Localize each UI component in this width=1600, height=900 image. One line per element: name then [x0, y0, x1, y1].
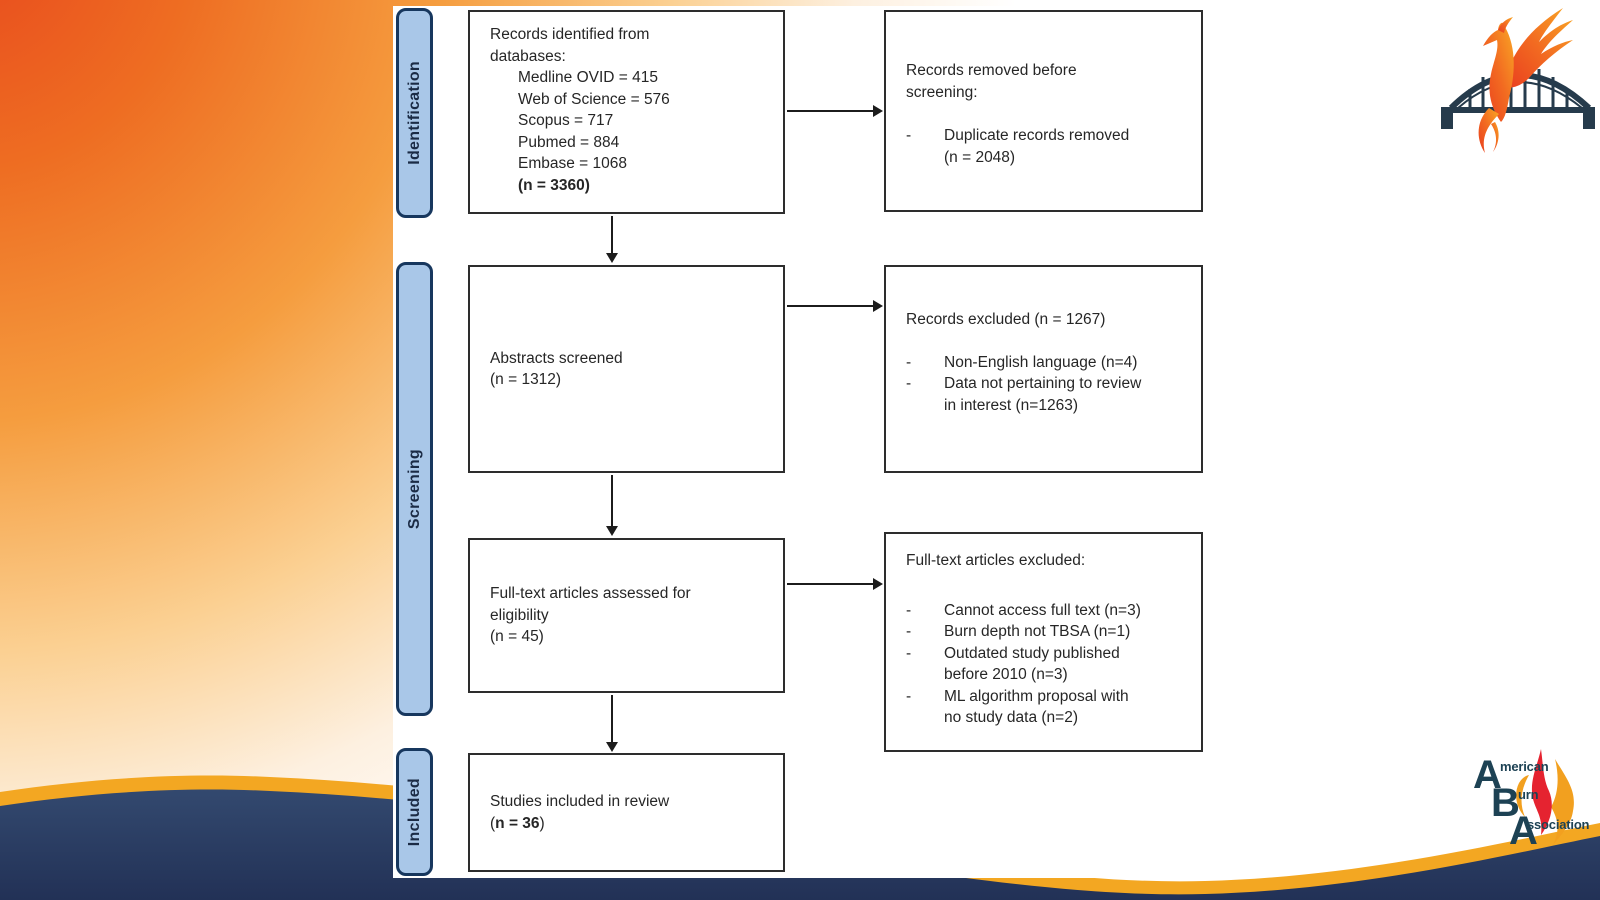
- records-removed-title: Records removed before screening:: [906, 62, 1077, 101]
- stage-tab-included: Included: [396, 748, 433, 876]
- fulltext-assessed-text: Full-text articles assessed for eligibil…: [490, 585, 691, 646]
- box-records-excluded: Records excluded (n = 1267) - Non-Englis…: [884, 265, 1203, 473]
- bullet-ml-proposal-text: ML algorithm proposal with no study data…: [944, 687, 1129, 727]
- aba-flame-icon: [1516, 749, 1574, 845]
- stage-label-identification: Identification: [405, 61, 423, 165]
- stage-tab-screening: Screening: [396, 262, 433, 716]
- paren-open: (: [490, 814, 496, 832]
- box-fulltext-excluded: Full-text articles excluded: - Cannot ac…: [884, 532, 1203, 752]
- records-identified-databases: Medline OVID = 415 Web of Science = 576 …: [518, 69, 670, 172]
- box-fulltext-assessed: Full-text articles assessed for eligibil…: [468, 538, 785, 693]
- aba-word-ssociation: ssociation: [1527, 817, 1590, 832]
- box-abstracts-screened: Abstracts screened (n = 1312): [468, 265, 785, 473]
- studies-included-n: n = 36: [495, 814, 540, 832]
- arrow-fulltext-to-included: [611, 695, 613, 743]
- fulltext-excluded-title: Full-text articles excluded:: [906, 552, 1086, 569]
- arrow-fulltext-to-ftexcluded: [787, 583, 874, 585]
- bullet-burn-depth: - Burn depth not TBSA (n=1): [906, 621, 1195, 643]
- bullet-outdated: - Outdated study published before 2010 (…: [906, 643, 1195, 686]
- records-excluded-title: Records excluded (n = 1267): [906, 311, 1106, 328]
- bullet-dash: -: [906, 353, 912, 371]
- bullet-non-english: - Non-English language (n=4): [906, 352, 1193, 374]
- arrowhead-right-icon: [873, 578, 883, 590]
- box-records-identified: Records identified from databases: Medli…: [468, 10, 785, 214]
- box-studies-included: Studies included in review (n = 36): [468, 753, 785, 872]
- bullet-duplicates: - Duplicate records removed (n = 2048): [906, 125, 1191, 168]
- bullet-duplicates-text: Duplicate records removed (n = 2048): [944, 127, 1130, 166]
- arrowhead-down-icon: [606, 742, 618, 752]
- arrow-identified-to-screened: [611, 216, 613, 254]
- bullet-dash: -: [906, 687, 912, 705]
- arrowhead-down-icon: [606, 253, 618, 263]
- bullet-no-access: - Cannot access full text (n=3): [906, 600, 1195, 622]
- bullet-not-pertaining-text: Data not pertaining to review in interes…: [944, 375, 1142, 414]
- arrow-screened-to-excluded: [787, 305, 874, 307]
- aba-letter-a2: A: [1509, 809, 1538, 853]
- bullet-dash: -: [906, 623, 912, 640]
- bullet-not-pertaining: - Data not pertaining to review in inter…: [906, 373, 1193, 416]
- box-records-removed: Records removed before screening: - Dupl…: [884, 10, 1203, 212]
- arrowhead-right-icon: [873, 300, 883, 312]
- aba-word-merican: merican: [1500, 759, 1549, 774]
- records-identified-total: (n = 3360): [518, 176, 590, 194]
- arrowhead-down-icon: [606, 526, 618, 536]
- bullet-dash: -: [906, 375, 912, 392]
- paren-close: ): [539, 814, 545, 832]
- stage-tab-identification: Identification: [396, 8, 433, 218]
- bullet-non-english-text: Non-English language (n=4): [944, 353, 1138, 371]
- bullet-dash: -: [906, 127, 912, 144]
- arrowhead-right-icon: [873, 105, 883, 117]
- aba-letter-b: B: [1491, 781, 1520, 825]
- aba-letter-a1: A: [1473, 753, 1502, 797]
- records-identified-title: Records identified from databases:: [490, 26, 650, 65]
- phoenix-icon: [1478, 8, 1573, 153]
- bullet-outdated-text: Outdated study published before 2010 (n=…: [944, 644, 1120, 684]
- aba-logo: A merican B urn A ssociation: [1443, 747, 1600, 852]
- bullet-ml-proposal: - ML algorithm proposal with no study da…: [906, 686, 1195, 729]
- stage-label-screening: Screening: [405, 448, 423, 530]
- studies-included-line1: Studies included in review: [490, 793, 670, 810]
- bullet-burn-depth-text: Burn depth not TBSA (n=1): [944, 623, 1131, 640]
- arrow-identified-to-removed: [787, 110, 874, 112]
- aba-word-urn: urn: [1518, 787, 1539, 802]
- bullet-no-access-text: Cannot access full text (n=3): [944, 601, 1141, 619]
- bullet-dash: -: [906, 601, 912, 619]
- abstracts-screened-text: Abstracts screened (n = 1312): [490, 349, 623, 389]
- arrow-screened-to-fulltext: [611, 475, 613, 527]
- studies-included-count: (n = 36): [490, 813, 773, 835]
- stage-label-included: Included: [405, 777, 423, 847]
- phoenix-bridge-logo-icon: [1441, 8, 1595, 153]
- bullet-dash: -: [906, 644, 912, 662]
